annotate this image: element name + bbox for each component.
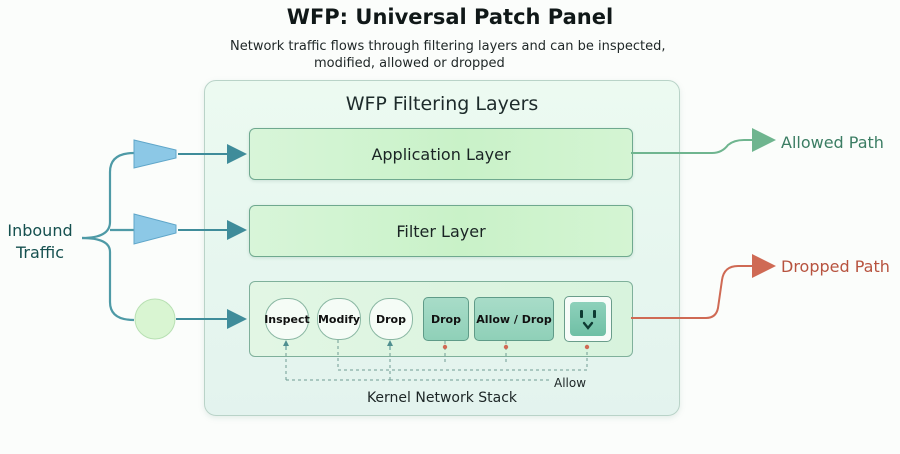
drop-action-square: Drop	[423, 297, 469, 341]
power-socket-icon	[564, 296, 612, 342]
inspect-action: Inspect	[264, 298, 310, 340]
dropped-path-label: Dropped Path	[781, 257, 890, 276]
filter-layer-box: Filter Layer	[249, 205, 633, 257]
drop-label-square: Drop	[431, 312, 461, 326]
allowed-path-label: Allowed Path	[781, 133, 884, 152]
circle-node-icon	[134, 298, 176, 340]
inbound-line-2: Traffic	[15, 243, 65, 262]
panel-title: WFP Filtering Layers	[345, 93, 539, 115]
kernel-feedback-lines	[285, 340, 588, 381]
funnel-icon-1	[133, 139, 177, 169]
modify-action: Modify	[317, 298, 361, 340]
inbound-traffic-label: Inbound Traffic	[4, 220, 76, 264]
diagram-subtitle: Network traffic flows through filtering …	[230, 38, 670, 72]
funnel-icon-2	[133, 213, 177, 245]
allow-drop-marker-dot	[503, 344, 509, 350]
drop-label-round: Drop	[376, 312, 406, 326]
inbound-brace	[81, 151, 135, 322]
subtitle-line-2: modified, allowed or dropped	[314, 56, 505, 71]
kernel-network-stack-label: Kernel Network Stack	[366, 390, 518, 406]
allow-drop-label: Allow / Drop	[476, 312, 552, 326]
inspect-label: Inspect	[264, 312, 310, 326]
application-layer-box: Application Layer	[249, 128, 633, 180]
diagram-title: WFP: Universal Patch Panel	[286, 5, 614, 29]
socket-glyph	[580, 310, 596, 330]
allow-label: Allow	[554, 376, 587, 390]
subtitle-line-1: Network traffic flows through filtering …	[230, 39, 666, 54]
filter-layer-label: Filter Layer	[396, 221, 486, 241]
allow-drop-action: Allow / Drop	[474, 297, 554, 341]
allowed-path-arrow	[631, 128, 776, 154]
application-layer-label: Application Layer	[371, 144, 511, 164]
socket-marker-dot	[584, 344, 590, 350]
drop-marker-dot	[442, 344, 448, 350]
socket-face	[570, 302, 606, 336]
drop-action-round: Drop	[369, 298, 413, 340]
modify-label: Modify	[317, 312, 361, 326]
inbound-line-1: Inbound	[7, 221, 73, 240]
dropped-path-arrow	[631, 254, 776, 319]
